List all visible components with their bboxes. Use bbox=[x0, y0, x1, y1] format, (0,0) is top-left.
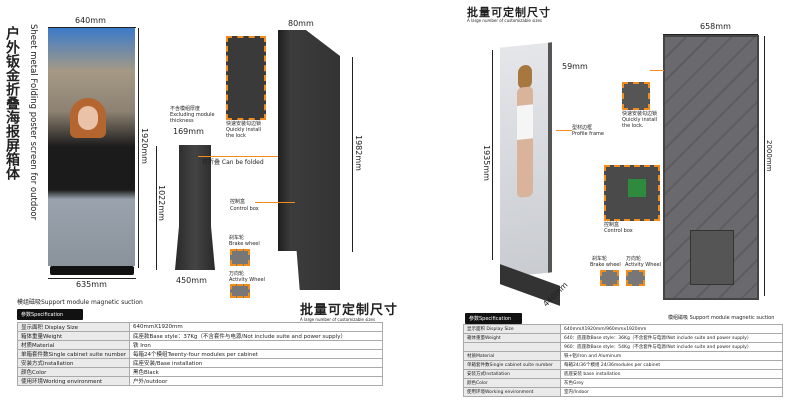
magnetic-label-right: 模组磁吸 Support module magnetic suction bbox=[668, 315, 775, 321]
cabinet-stand bbox=[278, 30, 340, 290]
spec-header-right: 参数Specification bbox=[465, 313, 522, 324]
foldable-label: 可折叠 Can be folded bbox=[202, 159, 264, 166]
custom-title: 批量可定制尺寸 bbox=[300, 303, 399, 318]
control-en-right: Control box bbox=[604, 228, 633, 234]
lock-cn: 快速安装勾边锁 bbox=[226, 121, 262, 127]
vertical-title-cn: 户外钣金折叠海报屏箱体 bbox=[4, 26, 20, 180]
spec-label: 显示面积 Display Size bbox=[463, 324, 561, 334]
depth-label: 169mm bbox=[173, 127, 204, 136]
spec-value: 每箱24个模组Twenty-four modules per cabinet bbox=[128, 349, 384, 359]
spec-label: 材质Material bbox=[463, 351, 561, 361]
total-height-label: 1982mm bbox=[354, 135, 363, 171]
custom-subtitle-right: A large number of customizable sizes bbox=[467, 18, 543, 23]
control-en: Control box bbox=[230, 206, 259, 212]
spec-label: 使用环境Working environment bbox=[463, 387, 561, 397]
brake-cn: 刹车轮 bbox=[229, 235, 245, 241]
custom-subtitle: A large number of customizable sizes bbox=[300, 317, 376, 322]
frame-depth-label: 59mm bbox=[562, 62, 588, 71]
brake-en-right: Brake wheel bbox=[590, 262, 621, 268]
lock-cn-right: 快速安装勾边锁 bbox=[622, 111, 658, 117]
profile-cn: 型材边框 bbox=[572, 125, 593, 131]
spec-value: 户外/outdoor bbox=[128, 376, 384, 386]
lock-en-2-right: the lock. bbox=[622, 123, 644, 129]
control-cn-right: 控制盒 bbox=[604, 222, 620, 228]
profile-en: Profile frame bbox=[572, 131, 604, 137]
spec-value: 640mmX1920mm bbox=[128, 322, 384, 332]
control-cn: 控制盒 bbox=[230, 199, 246, 205]
lock-en-2: the lock bbox=[226, 133, 246, 139]
thickness-cn: 不含模组厚度 bbox=[170, 106, 201, 112]
folded-stand bbox=[175, 145, 215, 270]
spec-label: 颜色Color bbox=[17, 367, 130, 377]
base-width-label: 450mm bbox=[176, 276, 207, 285]
vertical-title-en: Sheet metal Folding poster screen for ou… bbox=[28, 24, 38, 221]
magnetic-label: 模组磁吸Support module magnetic suction bbox=[17, 299, 143, 306]
spec-value: 底座安装/Base installation bbox=[128, 358, 384, 368]
spec-label: 显示面积 Display Size bbox=[17, 322, 130, 332]
activity-cn: 万向轮 bbox=[229, 271, 245, 277]
spec-label: 颜色Color bbox=[463, 378, 561, 388]
spec-value: 铁 Iron bbox=[128, 340, 384, 350]
spec-label: 箱体重量Weight bbox=[17, 331, 130, 341]
spec-value: 室内/Indoor bbox=[560, 387, 783, 397]
width-label-right: 658mm bbox=[700, 22, 731, 31]
brake-en: Brake wheel bbox=[229, 241, 260, 247]
total-height-label-right: 2000mm bbox=[765, 140, 773, 172]
spec-row: 960：底座款Base style：54Kg（不含套件与电源/Not inclu… bbox=[463, 342, 783, 352]
spec-label: 安装方式Installation bbox=[463, 369, 561, 379]
lock-en-1: Quickly install bbox=[226, 127, 262, 133]
width-top-label: 640mm bbox=[75, 16, 106, 25]
top-depth-label: 80mm bbox=[287, 19, 315, 29]
spec-label: 单箱套件数Single cabinet suite number bbox=[463, 360, 561, 370]
spec-header: 参数Specification bbox=[17, 309, 83, 320]
spec-value: 灰色Grey bbox=[560, 378, 783, 388]
spec-label: 使用环境Working environment bbox=[17, 376, 130, 386]
spec-value: 640：底座款Base style：36Kg（不含套件与电源/Not inclu… bbox=[560, 333, 783, 343]
lock-en-1-right: Quickly install bbox=[622, 117, 658, 123]
brake-cn-right: 刹车轮 bbox=[592, 256, 608, 262]
activity-en: Activity Wheel bbox=[229, 277, 265, 283]
poster-photo bbox=[48, 28, 135, 266]
custom-title-right: 批量可定制尺寸 bbox=[467, 6, 551, 19]
spec-label: 材质Material bbox=[17, 340, 130, 350]
activity-cn-right: 万向轮 bbox=[626, 256, 642, 262]
poster-screen bbox=[500, 42, 552, 278]
thickness-en: Excluding module thickness bbox=[170, 112, 215, 124]
spec-value: 960：底座款Base style：54Kg（不含套件与电源/Not inclu… bbox=[560, 342, 783, 352]
activity-en-right: Activity Wheel bbox=[625, 262, 661, 268]
spec-label: 单箱套件数Single cabinet suite number bbox=[17, 349, 130, 359]
width-bottom-label: 635mm bbox=[76, 280, 107, 289]
spec-label: 箱体重量Weight bbox=[463, 333, 561, 343]
height-label-right: 1935mm bbox=[482, 145, 491, 181]
spec-value: 每箱24/36个模组 24/36modules per cabinet bbox=[560, 360, 783, 370]
spec-value: 底座款Base style：37Kg（不含套件与电源/Not include s… bbox=[128, 331, 384, 341]
spec-value: 铁+铝/Iron and Aluminum bbox=[560, 351, 783, 361]
spec-label: 安装方式Installation bbox=[17, 358, 130, 368]
spec-value: 黑色Black bbox=[128, 367, 384, 377]
fold-height-label: 1022mm bbox=[157, 185, 166, 221]
spec-value: 底座安装 base installation bbox=[560, 369, 783, 379]
spec-value: 640mmX1920mm/960mmx1920mm bbox=[560, 324, 783, 334]
spec-label bbox=[463, 342, 561, 352]
photo-height-label: 1920mm bbox=[140, 128, 149, 164]
